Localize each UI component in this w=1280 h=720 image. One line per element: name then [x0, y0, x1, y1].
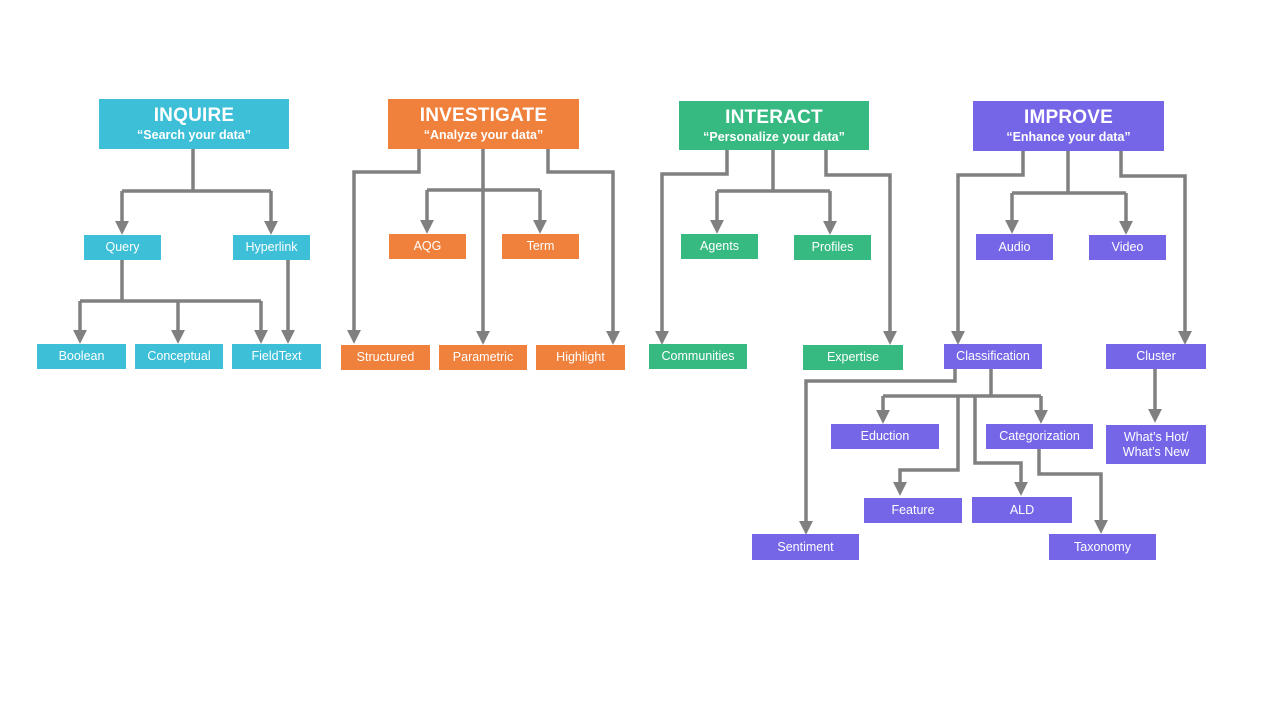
- interact-title: INTERACT: [725, 106, 823, 128]
- connector-classification-feature: [893, 396, 960, 496]
- connector-interact-bus: [717, 150, 830, 193]
- node-query: Query: [84, 235, 161, 260]
- node-structured: Structured: [341, 345, 430, 370]
- inquire-header: INQUIRE “Search your data”: [99, 99, 289, 149]
- connector-investigate-structured: [347, 149, 421, 344]
- node-highlight: Highlight: [536, 345, 625, 370]
- node-categorization: Categorization: [986, 424, 1093, 449]
- node-term: Term: [502, 234, 579, 259]
- investigate-subtitle: “Analyze your data”: [423, 128, 544, 143]
- whats-hot-line-2: What’s New: [1122, 444, 1190, 459]
- node-parametric: Parametric: [439, 345, 527, 370]
- connector-investigate-bus: [427, 149, 540, 192]
- node-profiles: Profiles: [794, 235, 871, 260]
- connector-investigate-highlight: [546, 149, 620, 345]
- node-cluster: Cluster: [1106, 344, 1206, 369]
- node-sentiment: Sentiment: [752, 534, 859, 560]
- investigate-header: INVESTIGATE “Analyze your data”: [388, 99, 579, 149]
- connector-classification-bus: [883, 369, 1041, 398]
- node-conceptual: Conceptual: [135, 344, 223, 369]
- improve-title: IMPROVE: [1023, 107, 1114, 129]
- whats-hot-line-1: What’s Hot/: [1123, 430, 1189, 445]
- connector-inquire-bus: [122, 149, 271, 193]
- connector-improve-classification: [951, 151, 1025, 345]
- node-aqg: AQG: [389, 234, 466, 259]
- node-audio: Audio: [976, 234, 1053, 260]
- connector-improve-bus: [1012, 151, 1126, 195]
- node-ald: ALD: [972, 497, 1072, 523]
- node-expertise: Expertise: [803, 345, 903, 370]
- inquire-title: INQUIRE: [153, 105, 235, 127]
- node-eduction: Eduction: [831, 424, 939, 449]
- node-communities: Communities: [649, 344, 747, 369]
- connector-classification-sentiment: [799, 369, 957, 535]
- connector-interact-expertise: [824, 150, 897, 345]
- investigate-title: INVESTIGATE: [419, 105, 548, 127]
- node-classification: Classification: [944, 344, 1042, 369]
- node-taxonomy: Taxonomy: [1049, 534, 1156, 560]
- node-feature: Feature: [864, 498, 962, 523]
- interact-header: INTERACT “Personalize your data”: [679, 101, 869, 150]
- node-hyperlink: Hyperlink: [233, 235, 310, 260]
- connector-improve-cluster: [1119, 151, 1192, 345]
- connector-categorization-taxonomy: [1037, 449, 1108, 534]
- connector-interact-communities: [655, 150, 729, 345]
- improve-header: IMPROVE “Enhance your data”: [973, 101, 1164, 151]
- interact-subtitle: “Personalize your data”: [703, 129, 845, 144]
- node-whats-hot: What’s Hot/ What’s New: [1106, 425, 1206, 464]
- node-boolean: Boolean: [37, 344, 126, 369]
- connector-classification-ald: [973, 396, 1028, 496]
- improve-subtitle: “Enhance your data”: [1006, 130, 1131, 145]
- node-fieldtext: FieldText: [232, 344, 321, 369]
- node-video: Video: [1089, 235, 1166, 260]
- inquire-subtitle: “Search your data”: [137, 128, 251, 143]
- connector-query-bus: [80, 260, 261, 303]
- node-agents: Agents: [681, 234, 758, 259]
